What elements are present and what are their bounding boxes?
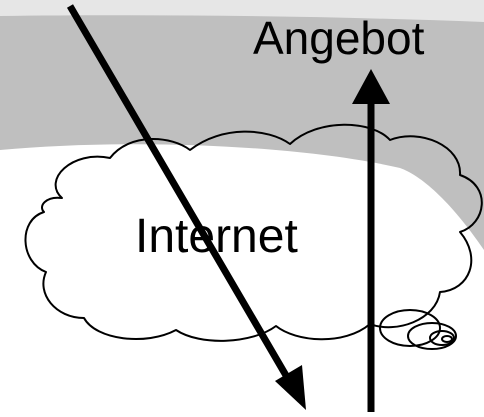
internet-label: Internet bbox=[135, 210, 298, 263]
arrow-down-icon bbox=[66, 4, 306, 410]
spiral-icon bbox=[379, 309, 457, 350]
offer-label: Angebot bbox=[253, 12, 425, 64]
cloud-icon bbox=[24, 123, 483, 342]
arrow-up-icon bbox=[352, 69, 390, 412]
